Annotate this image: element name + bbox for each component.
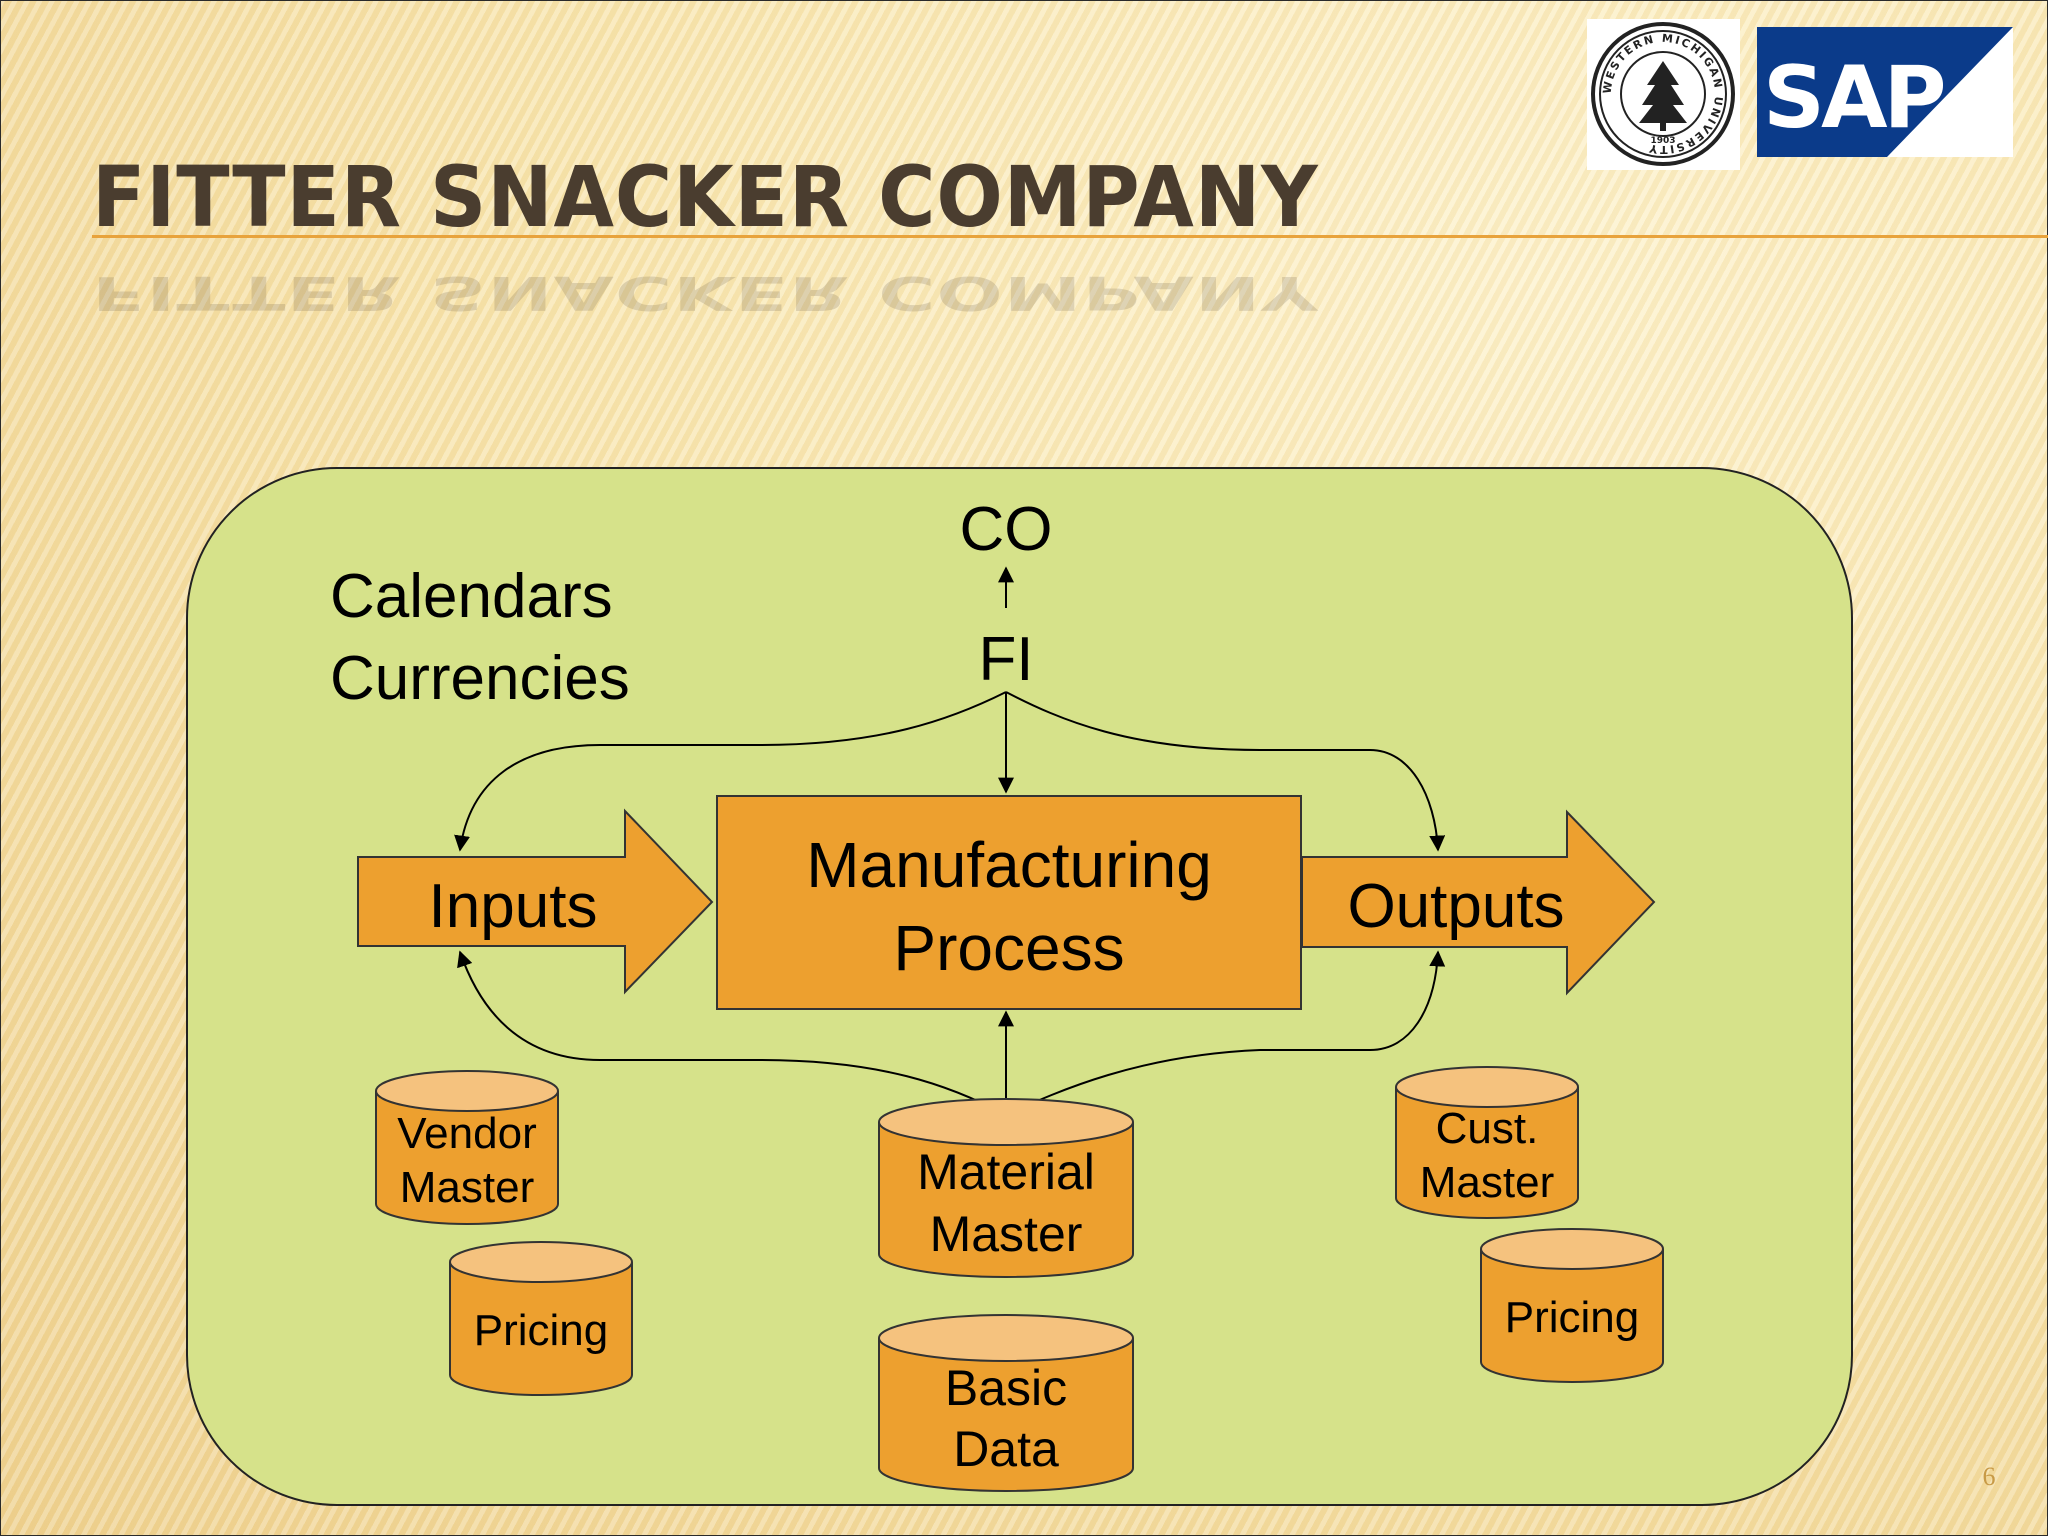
basic-data-db: Basic Data	[878, 1314, 1134, 1492]
material-master-label-line-2: Master	[930, 1206, 1083, 1262]
customer-master-db: Cust. Master	[1395, 1066, 1579, 1219]
vendor-master-label-line-2: Master	[400, 1163, 534, 1212]
calendars-label: Calendars	[330, 562, 613, 631]
vendor-master-db: Vendor Master	[375, 1070, 559, 1225]
slide-title: FITTER SNACKER COMPANY	[92, 148, 1319, 246]
vendor-pricing-db: Pricing	[449, 1241, 633, 1396]
process-label-line-2: Process	[893, 912, 1124, 984]
vendor-master-label-line-1: Vendor	[397, 1109, 536, 1158]
customer-pricing-db: Pricing	[1480, 1228, 1664, 1383]
outputs-arrow	[1301, 809, 1656, 996]
page-number: 6	[1982, 1462, 1996, 1491]
material-master-db: Material Master	[878, 1098, 1134, 1278]
fi-label: FI	[978, 625, 1033, 694]
title-underline	[92, 235, 2048, 238]
customer-master-label-line-2: Master	[1420, 1158, 1554, 1207]
fi-to-inputs-arrow	[454, 691, 1007, 852]
material-master-label-line-1: Material	[917, 1144, 1095, 1200]
seal-year: 1903	[1650, 136, 1675, 146]
basic-data-label-line-2: Data	[953, 1421, 1059, 1477]
vendor-pricing-label: Pricing	[474, 1306, 609, 1355]
sap-logo: SAP	[1757, 27, 2013, 157]
fi-to-outputs-arrow	[1005, 691, 1446, 852]
outputs-label: Outputs	[1347, 872, 1564, 941]
basic-data-label-line-1: Basic	[945, 1360, 1067, 1416]
inputs-label: Inputs	[429, 872, 598, 941]
customer-pricing-label: Pricing	[1505, 1293, 1640, 1342]
process-label-line-1: Manufacturing	[806, 829, 1212, 901]
material-to-inputs-arrow	[457, 950, 1007, 1116]
currencies-label: Currencies	[330, 644, 630, 713]
inputs-arrow	[357, 808, 714, 995]
manufacturing-process-box	[716, 795, 1302, 1010]
customer-master-label-line-1: Cust.	[1436, 1104, 1539, 1153]
sap-logo-text: SAP	[1763, 48, 1943, 148]
university-seal-logo: WESTERN MICHIGAN UNIVERSITY 1903	[1587, 19, 1740, 170]
co-label: CO	[960, 495, 1053, 564]
material-to-outputs-arrow	[1005, 950, 1446, 1116]
